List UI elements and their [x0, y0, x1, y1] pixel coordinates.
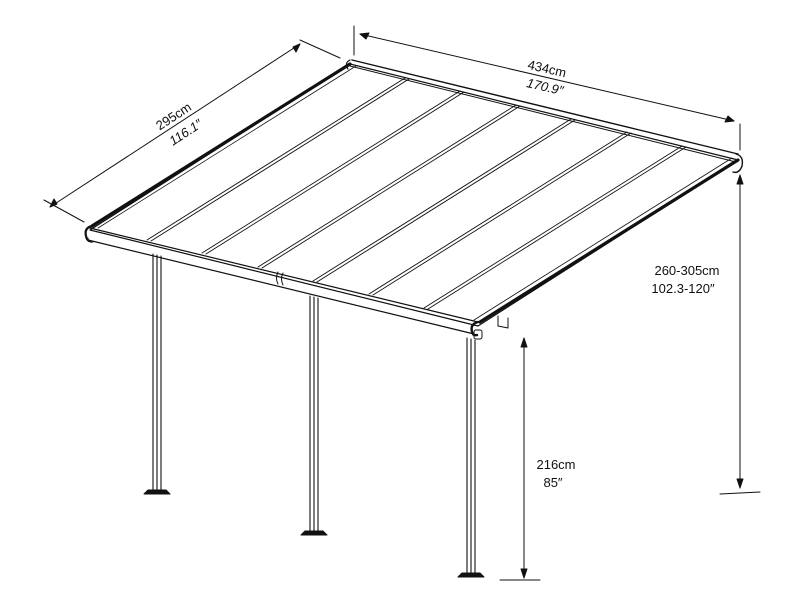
post-right [457, 337, 485, 578]
wall-beam-cap-right [732, 153, 744, 174]
front-height-metric-label: 216cm [536, 457, 575, 472]
post-base-left [143, 489, 171, 495]
posts [143, 253, 485, 578]
right-rafter [478, 158, 740, 324]
panel-dividers [146, 77, 687, 310]
front-height-imperial-label: 85″ [543, 475, 562, 490]
wall-beam-cap-left [345, 59, 351, 70]
post-base-middle [300, 530, 328, 536]
post-left [143, 253, 171, 495]
post-middle [300, 295, 328, 536]
left-rafter [90, 62, 352, 228]
front-beam [84, 224, 509, 340]
depth-dim-line [49, 43, 301, 208]
post-base-right [457, 572, 485, 578]
wall-height-metric-label: 260-305cm [654, 263, 719, 278]
wall-height-imperial-label: 102.3-120″ [651, 281, 715, 296]
wall-beam [351, 59, 739, 155]
dimension-lines [43, 25, 761, 581]
front-beam-cap-right [470, 320, 480, 337]
width-dim-line [359, 33, 735, 122]
roof [89, 59, 744, 327]
rafter-bracket [497, 315, 509, 329]
